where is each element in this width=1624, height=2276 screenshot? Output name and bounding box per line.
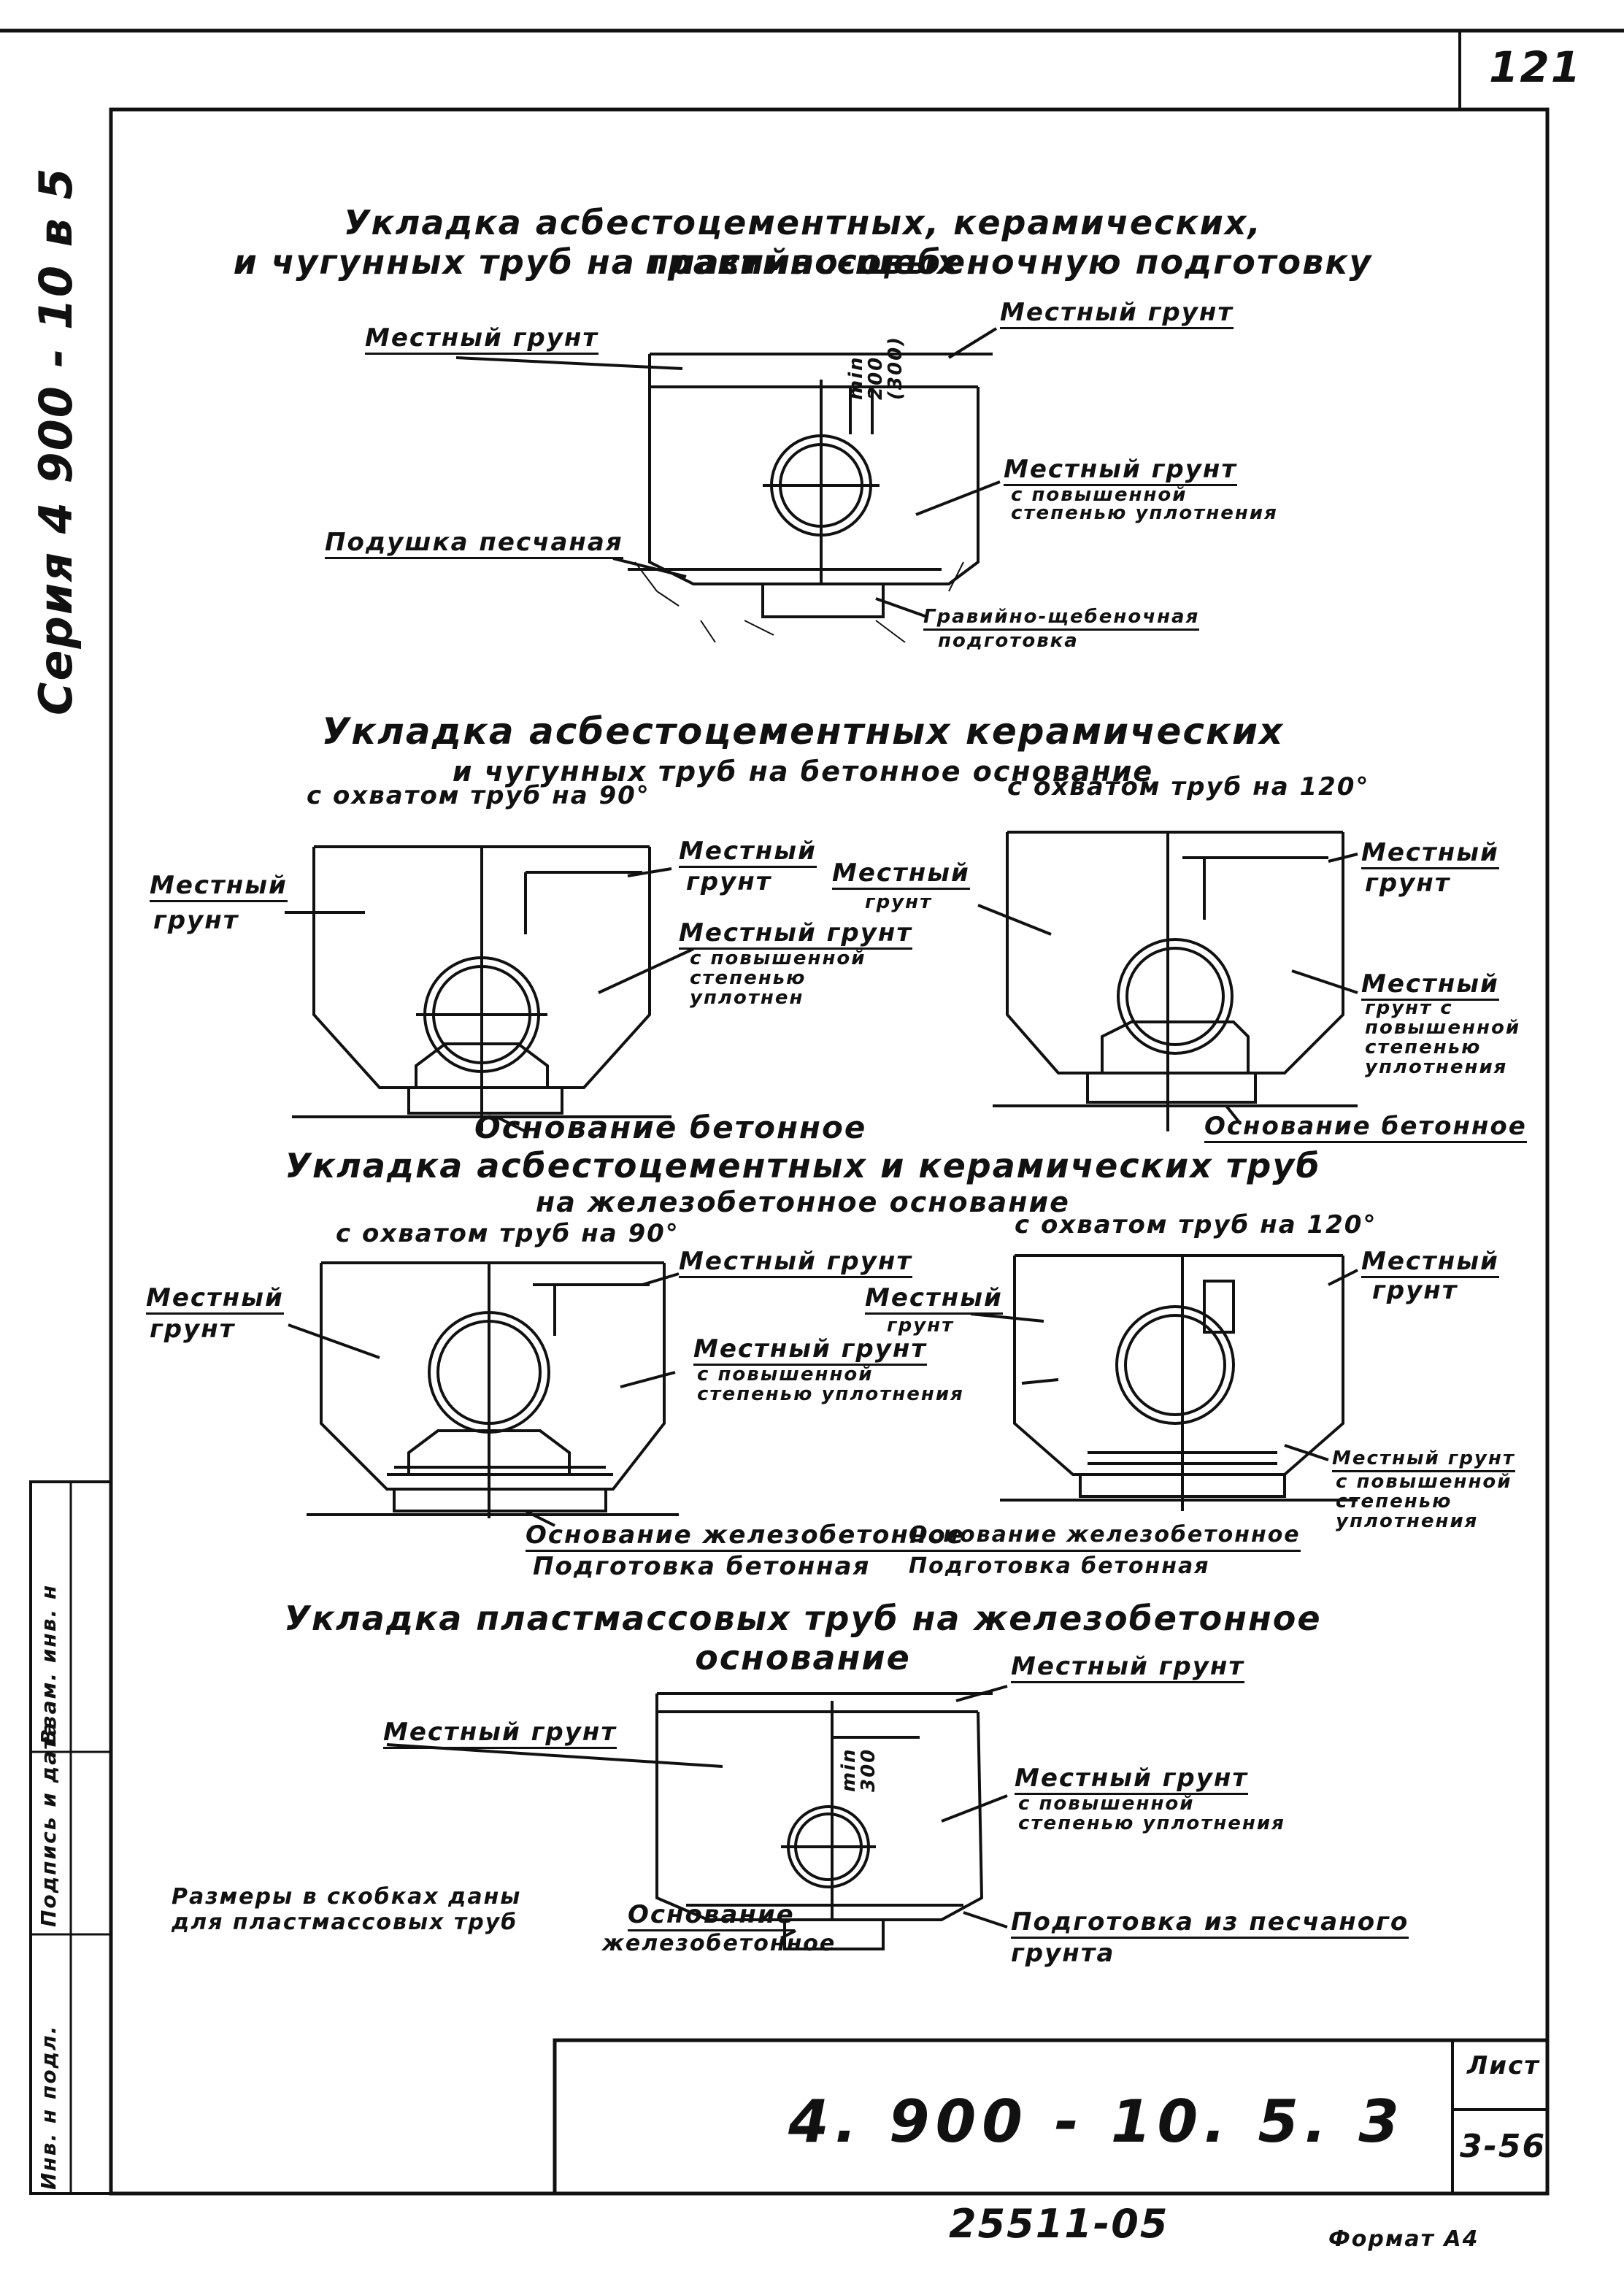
section3-right-base-2: Подготовка бетонная xyxy=(909,1553,1210,1579)
section3-right-local-left-1: Местный xyxy=(865,1285,1003,1315)
section4-local-soil-right: Местный грунт xyxy=(1011,1653,1245,1683)
section3-left-compacted-3: степенью уплотнения xyxy=(697,1383,964,1405)
section4-compacted-1: Местный грунт xyxy=(1015,1765,1249,1795)
section2-subtitle-right: с охватом труб на 120° xyxy=(1007,772,1370,801)
section4-local-soil-left: Местный грунт xyxy=(383,1719,617,1749)
section1-gravel-line1: Гравийно-щебеночная xyxy=(923,607,1200,631)
section2-right-local-left-2: грунт xyxy=(865,891,933,913)
section3-left-local-left-1: Местный xyxy=(146,1285,284,1315)
document-code: 4. 900 - 10. 5. 3 xyxy=(788,2088,1405,2156)
section4-title: Укладка пластмассовых труб на железобето… xyxy=(284,1599,1322,1677)
section2-left-local-right-2: грунт xyxy=(686,867,772,896)
section1-sand-cushion: Подушка песчаная xyxy=(325,529,623,559)
section2-left-local-right-1: Местный xyxy=(679,838,817,868)
section1-local-soil-right: Местный грунт xyxy=(1000,299,1234,329)
section2-title-line1: Укладка асбестоцементных керамических xyxy=(321,710,1285,753)
section3-right-compacted-4: уплотнения xyxy=(1336,1510,1479,1532)
section3-right-compacted-3: степенью xyxy=(1336,1491,1452,1512)
section2-right-local-left-1: Местный xyxy=(832,860,970,890)
list-number: 3-56 xyxy=(1460,2128,1547,2165)
section3-left-base-2: Подготовка бетонная xyxy=(533,1552,871,1581)
section4-base-1: Основание xyxy=(628,1902,795,1931)
section3-right-base-1: Основание железобетонное xyxy=(909,1522,1301,1552)
section3-right-local-right-1: Местный xyxy=(1361,1248,1499,1278)
section2-right-compacted-5: уплотнения xyxy=(1365,1056,1508,1078)
section4-prep-2: грунта xyxy=(1011,1939,1115,1968)
section1-title-line2: и чугунных труб на гравийно-щебеночную п… xyxy=(233,242,1373,282)
section3-right-compacted-2: с повышенной xyxy=(1336,1471,1512,1493)
section3-left-compacted-2: с повышенной xyxy=(697,1364,874,1385)
section2-right-compacted-1: Местный xyxy=(1361,971,1499,1001)
section2-right-local-right-2: грунт xyxy=(1365,869,1451,898)
section3-right-local-left-2: грунт xyxy=(887,1315,955,1337)
section3-subtitle-right: с охватом труб на 120° xyxy=(1015,1210,1377,1239)
section3-subtitle-left: с охватом труб на 90° xyxy=(336,1219,680,1248)
section4-note-1: Размеры в скобках даны xyxy=(172,1884,522,1910)
section3-left-base-1: Основание железобетонное xyxy=(526,1522,965,1552)
section2-subtitle-left: с охватом труб на 90° xyxy=(307,781,650,810)
page-number: 121 xyxy=(1489,42,1582,92)
section2-right-base: Основание бетонное xyxy=(1204,1113,1527,1143)
section2-title-line2: и чугунных труб на бетонное основание xyxy=(452,756,1154,788)
section1-compacted-line1: Местный грунт xyxy=(1004,456,1238,486)
section2-left-local-left-2: грунт xyxy=(153,906,239,935)
section1-compacted-line3: степенью уплотнения xyxy=(1011,502,1278,524)
section2-left-compacted-3: степенью xyxy=(690,967,807,989)
section4-compacted-2: с повышенной xyxy=(1018,1793,1195,1815)
section2-left-base: Основание бетонное xyxy=(474,1110,867,1145)
section1-gravel-line2: подготовка xyxy=(938,630,1079,652)
section2-right-local-right-1: Местный xyxy=(1361,839,1499,869)
section2-right-compacted-4: степенью xyxy=(1365,1037,1482,1058)
section1-local-soil-left: Местный грунт xyxy=(365,325,599,355)
section4-compacted-3: степенью уплотнения xyxy=(1018,1812,1285,1834)
section3-left-local-left-2: грунт xyxy=(150,1315,236,1344)
section2-left-compacted-4: уплотнен xyxy=(690,987,804,1009)
archive-number: 25511-05 xyxy=(949,2201,1169,2247)
section4-note-2: для пластмассовых труб xyxy=(172,1910,518,1935)
section3-right-compacted-1: Местный грунт xyxy=(1332,1449,1515,1472)
section2-left-compacted-2: с повышенной xyxy=(690,947,866,969)
list-label: Лист xyxy=(1467,2051,1540,2080)
section3-left-local-right: Местный грунт xyxy=(679,1248,913,1278)
section4-base-2: железобетонное xyxy=(602,1931,836,1956)
section3-title-line2: на железобетонное основание xyxy=(536,1186,1070,1218)
section1-title-line1: Укладка асбестоцементных, керамических, … xyxy=(344,203,1262,282)
section1-compacted-line2: с повышенной xyxy=(1011,484,1188,506)
section2-right-compacted-2: грунт с xyxy=(1365,997,1453,1019)
section4-dimension: min 300 xyxy=(838,1748,880,1792)
section3-title-line1: Укладка асбестоцементных и керамических … xyxy=(285,1146,1321,1185)
section2-left-local-left-1: Местный xyxy=(150,872,288,902)
section4-prep-1: Подготовка из песчаного xyxy=(1011,1909,1409,1939)
section2-left-compacted-1: Местный грунт xyxy=(679,920,913,950)
section2-right-compacted-3: повышенной xyxy=(1365,1017,1521,1039)
section3-right-local-right-2: грунт xyxy=(1372,1276,1458,1305)
section3-left-compacted-1: Местный грунт xyxy=(693,1336,928,1366)
format-label: Формат А4 xyxy=(1328,2226,1479,2252)
